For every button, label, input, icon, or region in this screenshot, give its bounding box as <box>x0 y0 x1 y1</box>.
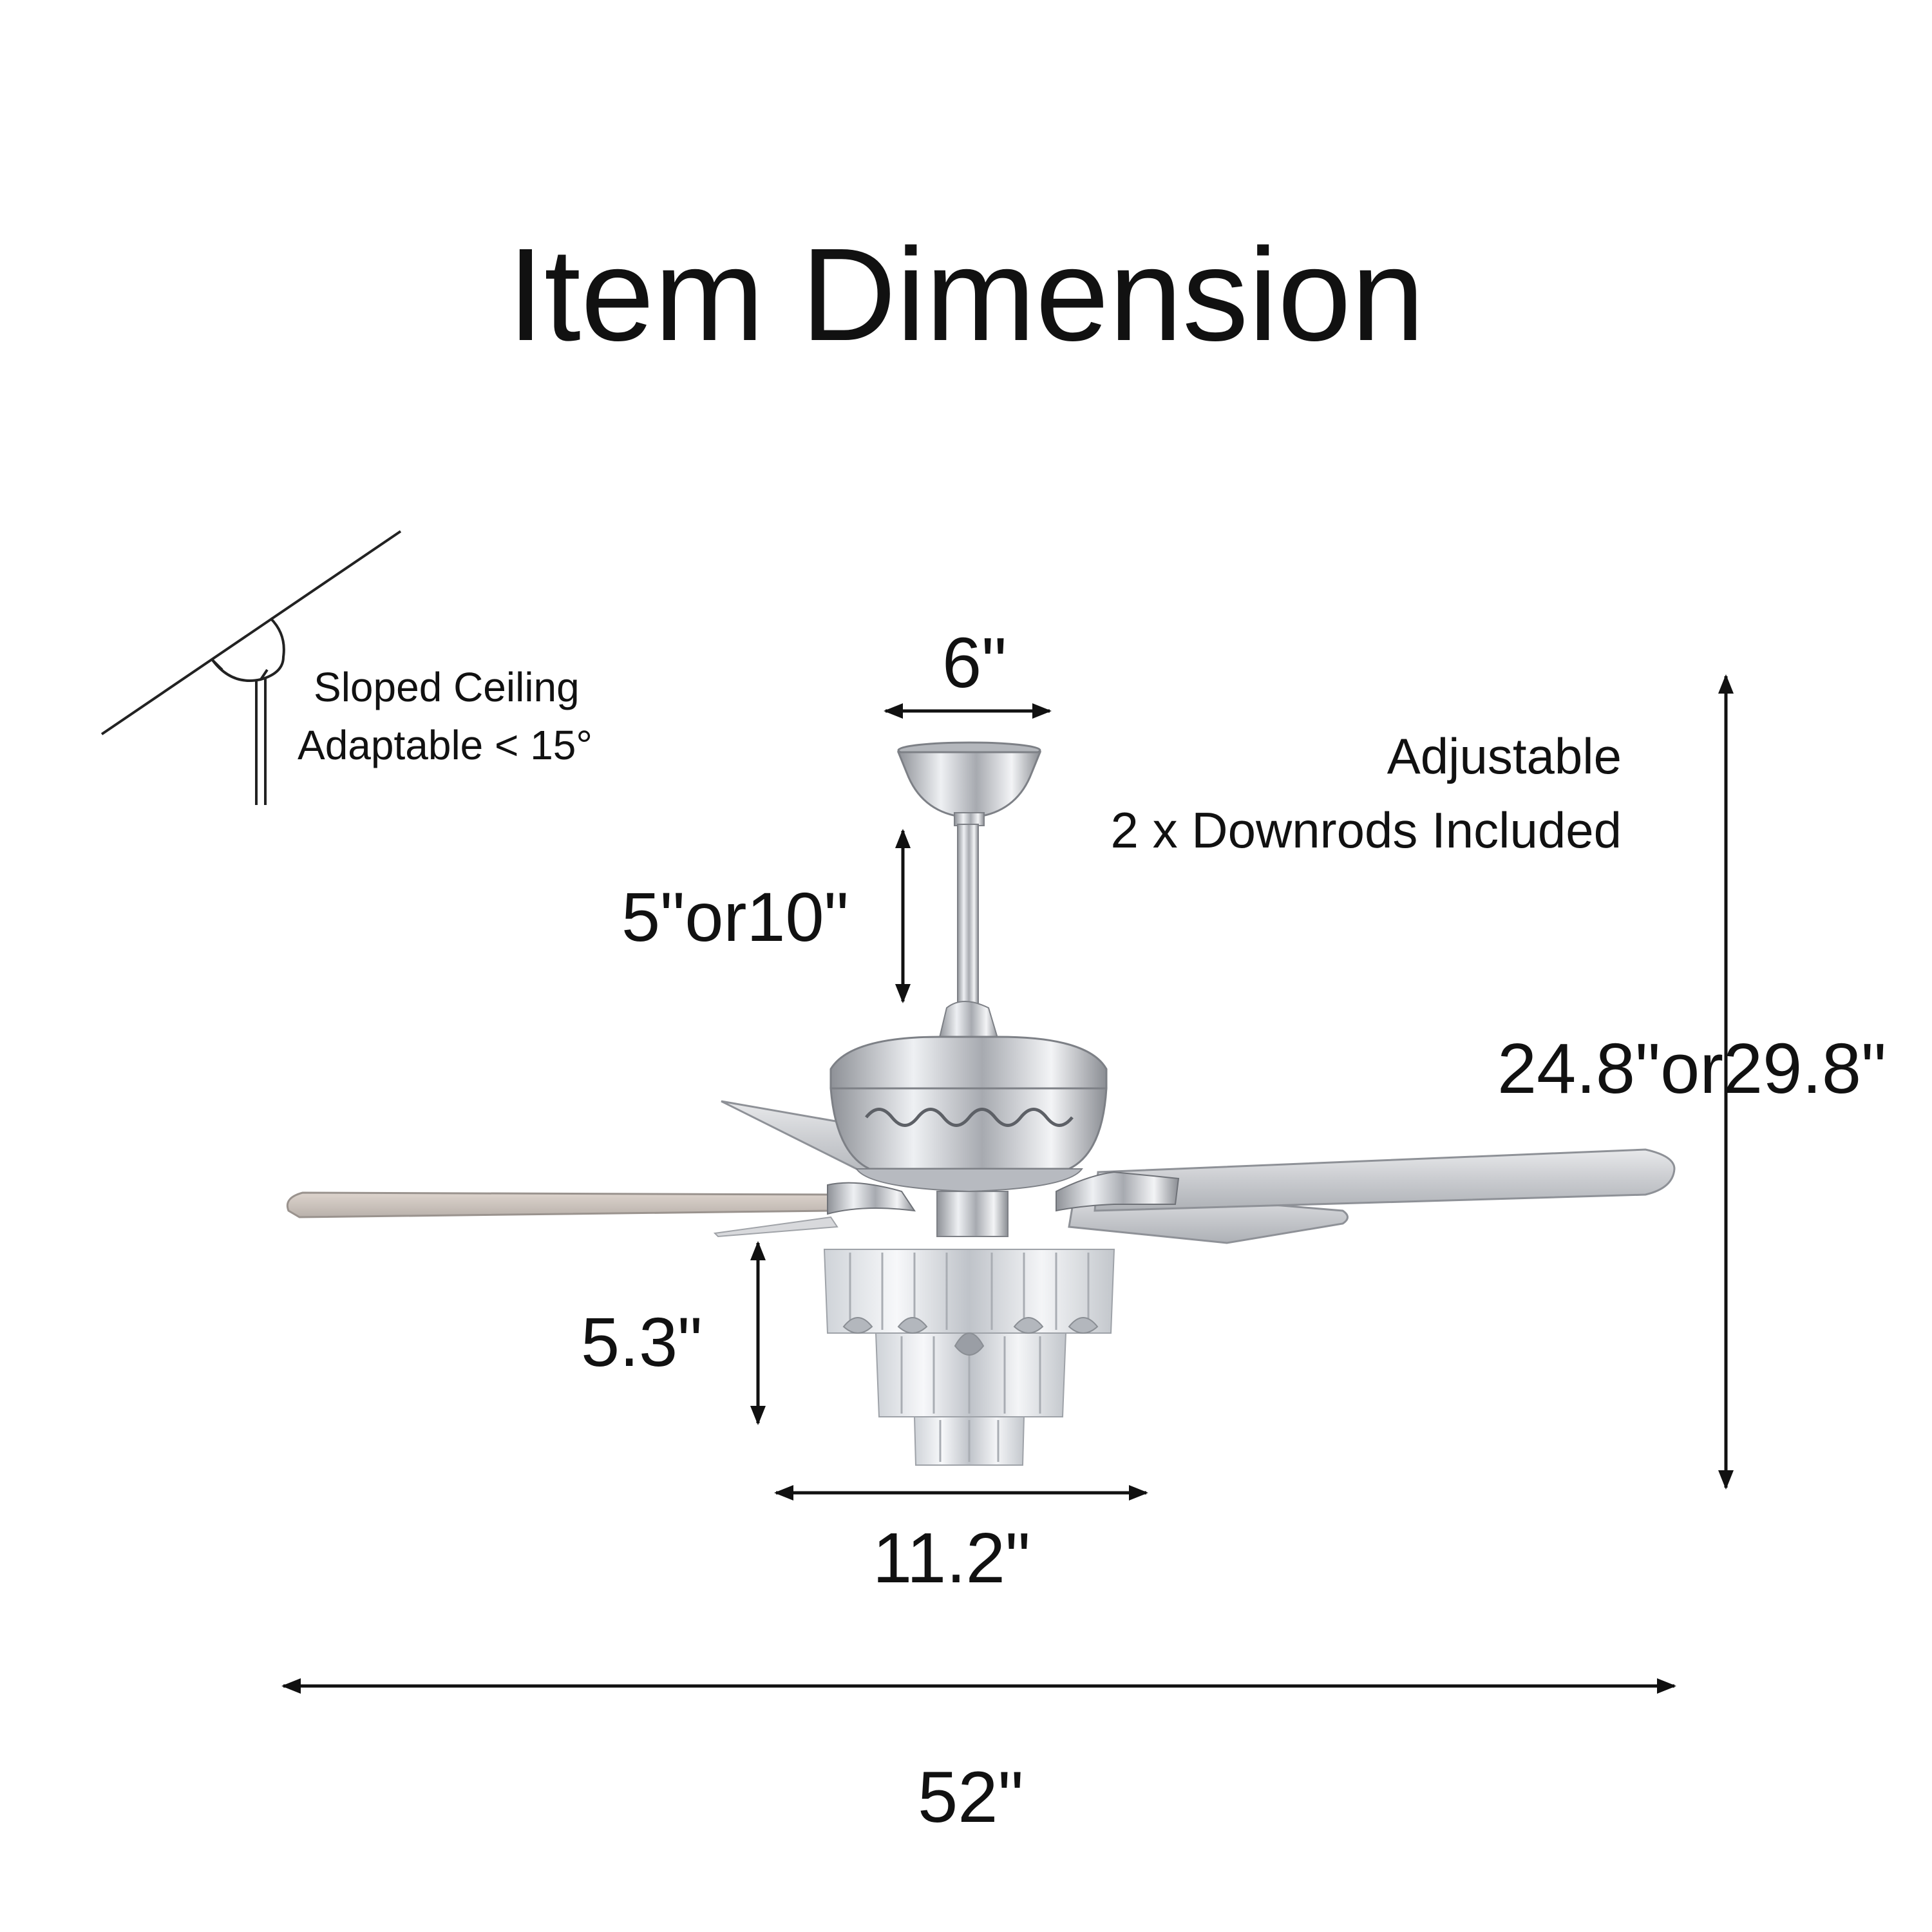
canopy-width-label: 6" <box>942 623 1007 703</box>
downrods-adjustable-label: Adjustable <box>1387 728 1622 784</box>
light-kit-collar <box>936 1191 1009 1237</box>
light-kit-width-label: 11.2" <box>873 1519 1030 1598</box>
blade-front-thin <box>713 1216 838 1238</box>
blade-arm-right <box>1056 1171 1180 1212</box>
overall-height-label: 24.8"or29.8" <box>1497 1029 1887 1108</box>
sloped-ceiling-label: Sloped Ceiling <box>314 664 580 710</box>
sloped-ceiling-angle-label: Adaptable < 15° <box>298 722 592 768</box>
sloped-ceiling-sketch <box>100 530 402 805</box>
blade-left <box>286 1191 835 1218</box>
page-title: Item Dimension <box>507 221 1425 368</box>
canopy <box>896 741 1042 826</box>
downrod <box>957 824 979 1009</box>
dimension-arrows <box>281 674 1734 1694</box>
downrod-length-label: 5"or10" <box>621 878 849 956</box>
light-kit-height-label: 5.3" <box>581 1303 703 1381</box>
crystal-light-kit <box>823 1249 1115 1466</box>
blade-right <box>1094 1148 1676 1212</box>
blade-arm-left <box>827 1182 916 1215</box>
motor-housing <box>829 1001 1108 1193</box>
downrods-included-label: 2 x Downrods Included <box>1110 802 1622 858</box>
blade-span-label: 52" <box>918 1757 1024 1837</box>
